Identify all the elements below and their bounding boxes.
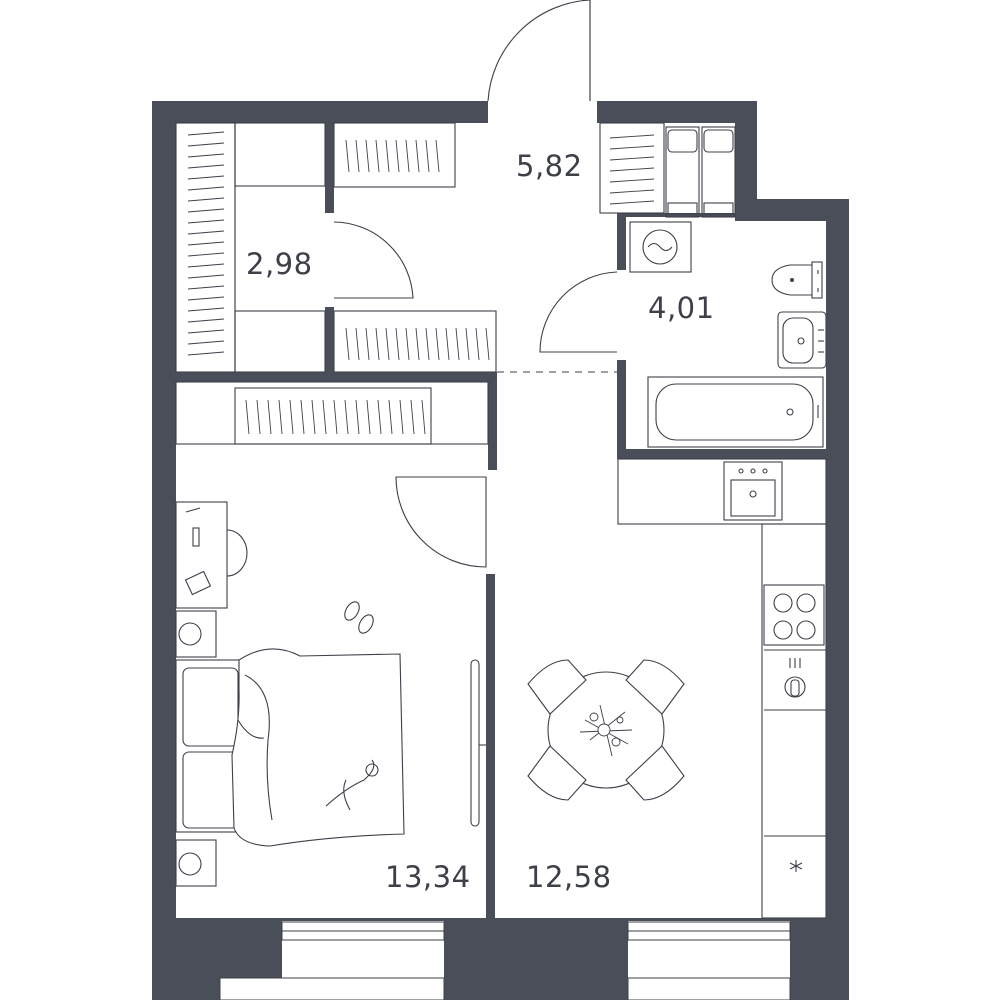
kitchen-counter (617, 458, 827, 919)
doors (333, 0, 618, 568)
room-area-storage: 2,98 (246, 247, 313, 281)
windows (219, 921, 791, 1000)
bedroom-furniture (175, 501, 486, 887)
room-area-bathroom: 4,01 (648, 291, 715, 325)
wardrobes (175, 122, 736, 445)
walls (152, 101, 849, 1000)
room-area-kitchen-living: 12,58 (526, 860, 612, 894)
dining-table (527, 659, 685, 801)
room-area-bedroom: 13,34 (385, 860, 471, 894)
room-area-hall: 5,82 (516, 149, 583, 183)
bathroom-fixtures (629, 221, 827, 448)
area-labels: 2,98 5,82 4,01 13,34 12,58 (246, 149, 715, 894)
